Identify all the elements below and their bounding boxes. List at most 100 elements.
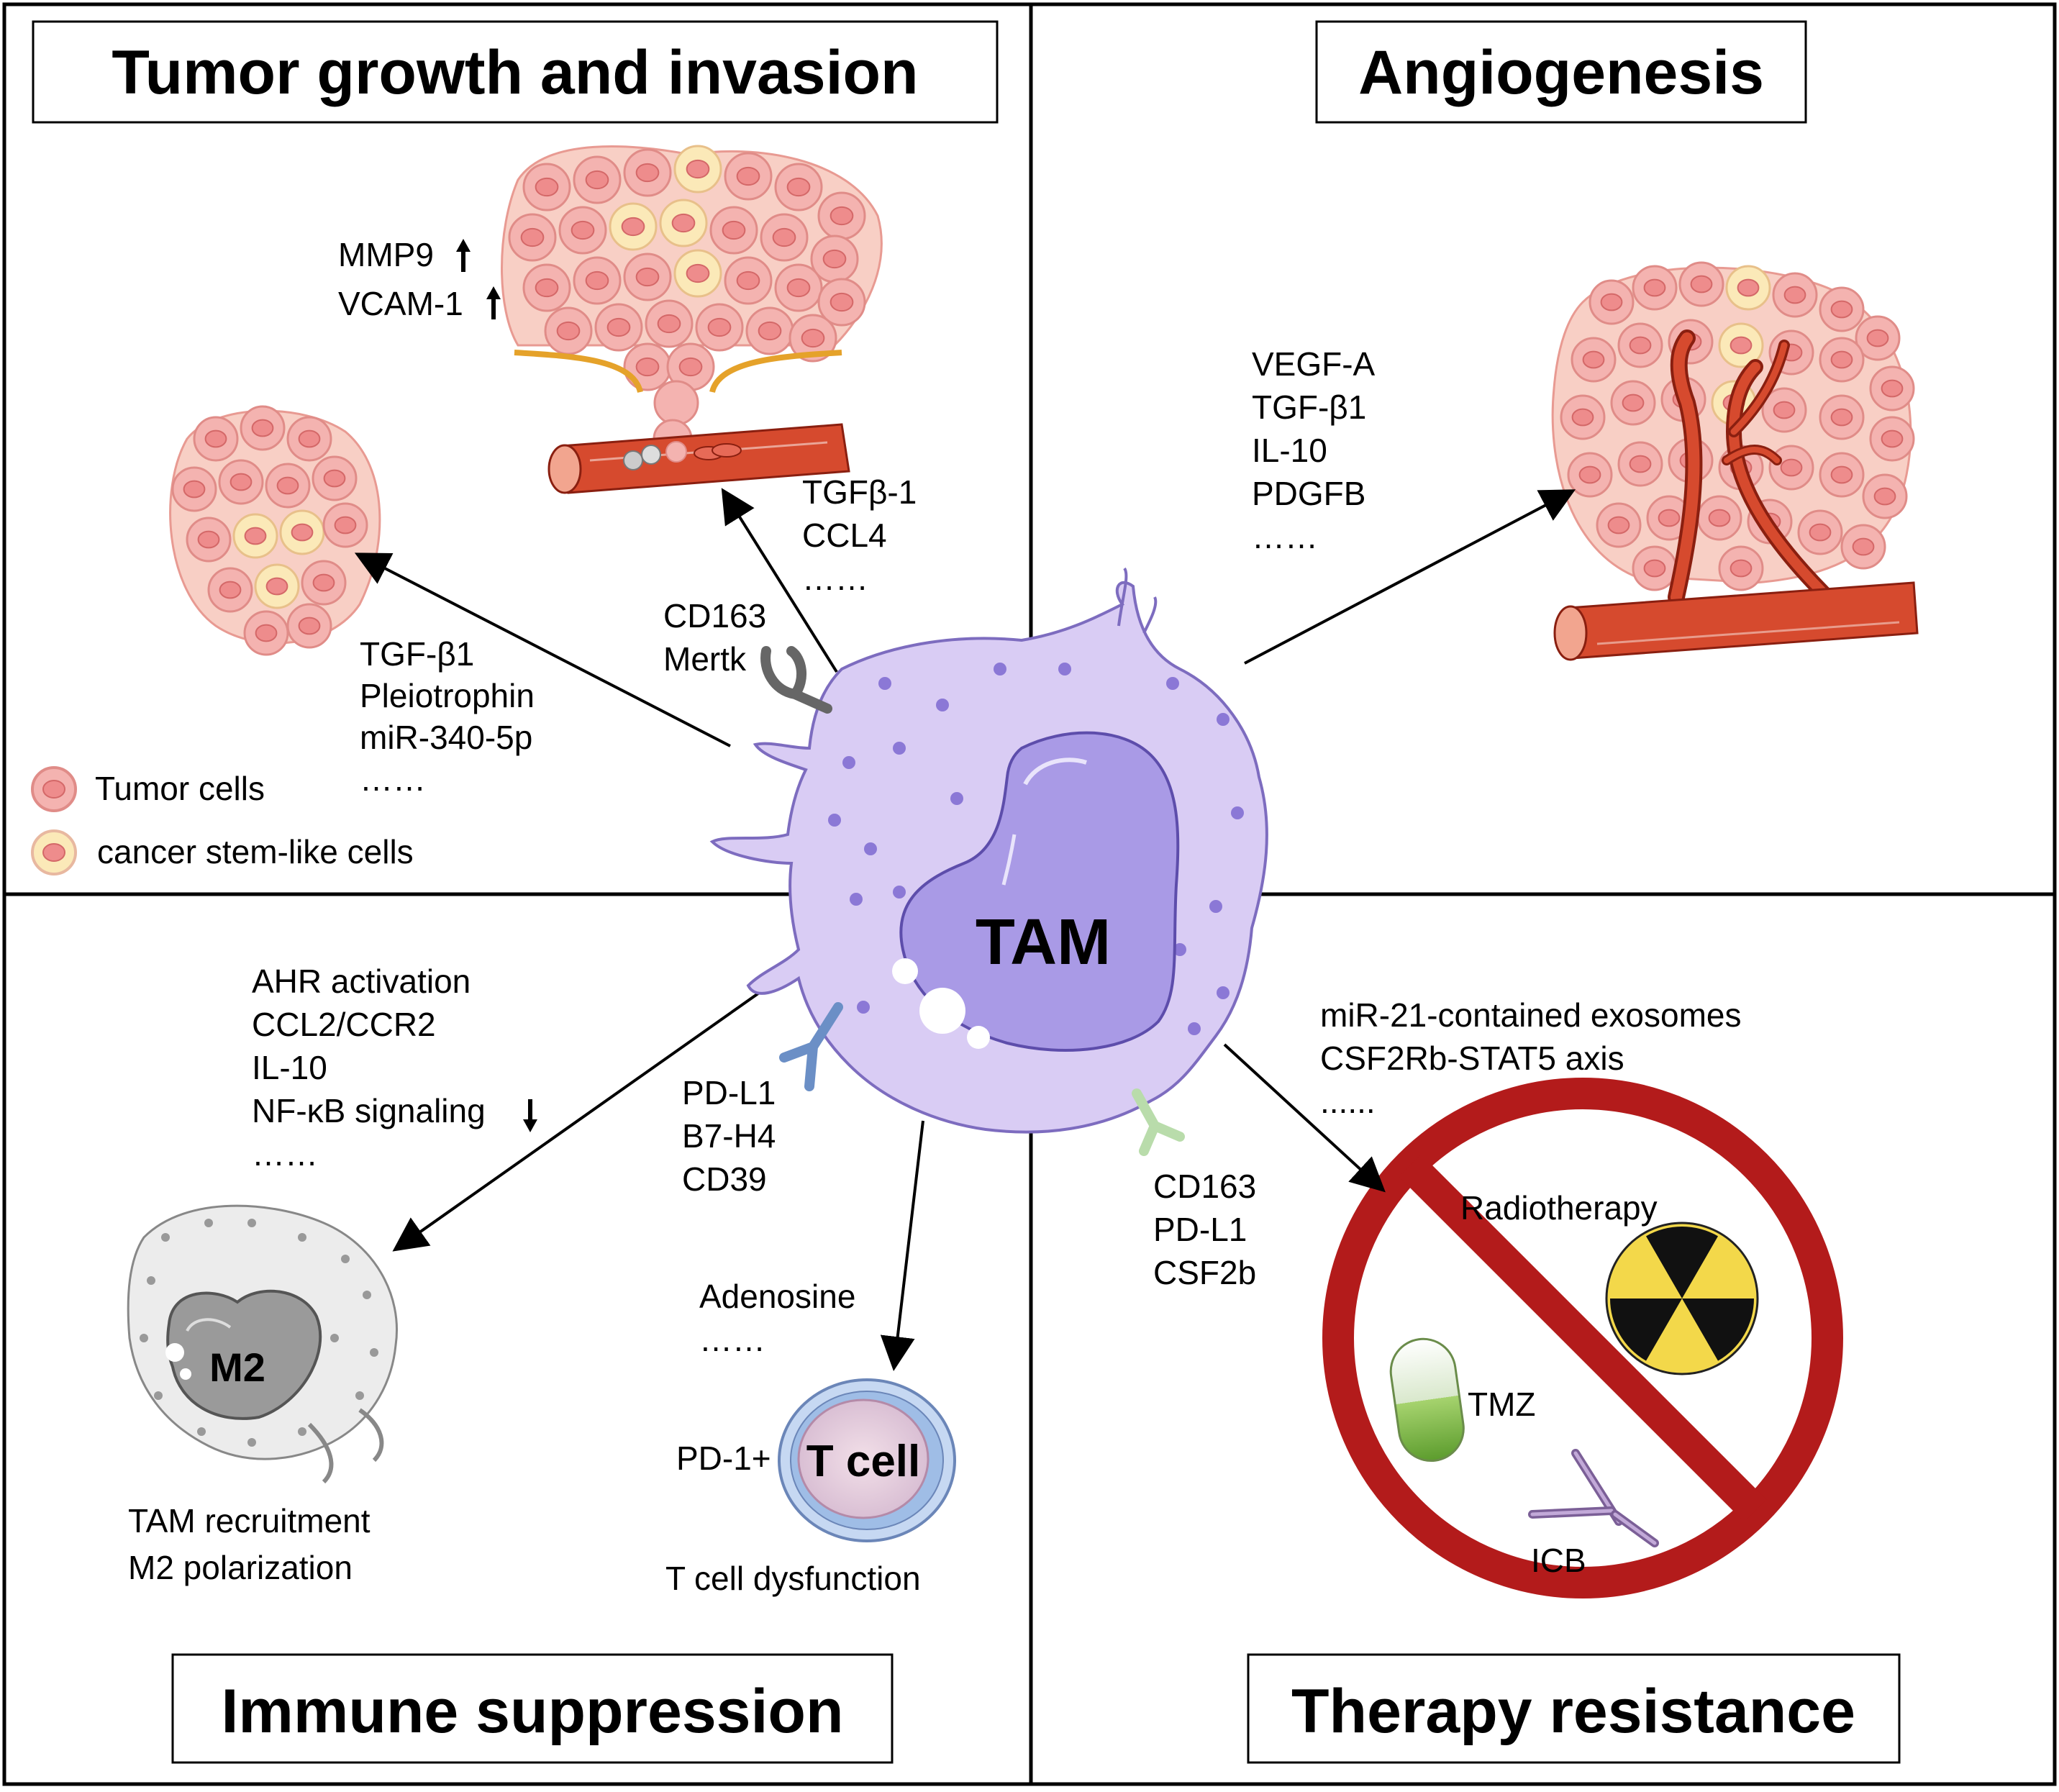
factor-ellipsis: …… <box>1252 518 1318 555</box>
arrow-to-tcell <box>880 1120 924 1371</box>
granule-dot <box>994 663 1006 676</box>
checkpoint-pdl1: PD-L1 <box>682 1074 776 1111</box>
cell-nucleus <box>1730 559 1753 578</box>
blood-vessel-top <box>547 423 850 494</box>
title-angiogenesis: Angiogenesis <box>1358 38 1764 107</box>
granule-dot <box>197 1427 206 1436</box>
cell-nucleus <box>736 166 760 186</box>
angiogenesis-factor-list: VEGF-A TGF-β1 IL-10 PDGFB …… <box>1252 345 1376 555</box>
granule-dot <box>298 1427 306 1436</box>
cell-nucleus <box>298 429 321 448</box>
cell-nucleus <box>1578 465 1601 484</box>
angiogenesis-tumor <box>1551 261 1919 661</box>
granule-dot <box>950 792 963 805</box>
caption-m2-polarization: M2 polarization <box>128 1549 353 1586</box>
cell-nucleus <box>707 317 732 337</box>
granule-dot <box>828 814 841 827</box>
cytokines-up-list: TGFβ-1 CCL4 …… <box>802 473 917 597</box>
tam-label: TAM <box>976 906 1111 978</box>
granule-dot <box>154 1391 163 1400</box>
granule-dot <box>842 756 855 769</box>
arrows <box>354 488 1576 1371</box>
factor-ahr: AHR activation <box>252 963 471 1000</box>
caption-tam-recruitment: TAM recruitment <box>128 1502 371 1539</box>
factor-tgfb1: TGF-β1 <box>1252 388 1366 426</box>
title-box-immune-suppression: Immune suppression <box>171 1653 894 1764</box>
prohibit-slash <box>1399 1154 1767 1522</box>
t-cell: T cell <box>778 1378 956 1542</box>
m2-label: M2 <box>209 1345 265 1390</box>
granule-dot <box>370 1348 378 1357</box>
cell-nucleus <box>635 163 660 183</box>
granule-dot <box>355 1391 364 1400</box>
granule-dot <box>330 1334 339 1342</box>
cell-nucleus <box>183 480 206 499</box>
receptor-csf2b: CSF2b <box>1153 1254 1256 1291</box>
checkpoint-cd39: CD39 <box>682 1160 767 1198</box>
cell-nucleus <box>265 577 288 596</box>
granule-dot <box>1209 900 1222 913</box>
cell-nucleus <box>722 220 746 240</box>
cell-nucleus <box>1629 336 1652 355</box>
granule-dot <box>1217 713 1230 726</box>
cell-nucleus <box>1830 350 1853 369</box>
granule-dot <box>1231 806 1244 819</box>
title-tumor-growth: Tumor growth and invasion <box>112 38 918 107</box>
therapy-icb: ICB <box>1531 1542 1586 1579</box>
cell-nucleus <box>334 516 357 535</box>
cell-nucleus <box>801 328 825 348</box>
title-box-therapy-resistance: Therapy resistance <box>1247 1653 1901 1764</box>
cell-nucleus <box>829 206 854 226</box>
up-arrow-icon <box>486 286 501 319</box>
granule-dot <box>1058 663 1071 676</box>
tcell-label: T cell <box>806 1437 921 1486</box>
down-arrow-icon <box>523 1099 537 1132</box>
cell-nucleus <box>1622 394 1645 412</box>
cell-nucleus <box>1730 336 1753 355</box>
cell-nucleus <box>1783 286 1806 304</box>
arrow-to-invasion <box>721 488 838 673</box>
cell-nucleus <box>244 527 267 545</box>
cytokine-ellipsis: …… <box>360 760 426 798</box>
granule-dot <box>147 1276 155 1285</box>
granule-dot <box>247 1219 256 1227</box>
cell-nucleus <box>635 267 660 287</box>
radiation-icon <box>1605 1222 1759 1375</box>
granule-dot <box>1188 1022 1201 1035</box>
granule-dot <box>893 886 906 899</box>
mechanism-ellipsis: ...... <box>1320 1083 1376 1120</box>
granule-dot <box>850 893 863 906</box>
factor-il10-immune: IL-10 <box>252 1049 327 1086</box>
cell-nucleus <box>1881 429 1904 448</box>
cell-nucleus <box>1600 293 1623 311</box>
invasion-markers: MMP9 VCAM-1 <box>338 236 501 322</box>
factor-adenosine: Adenosine <box>699 1278 855 1315</box>
legend-stem-label: cancer stem-like cells <box>97 833 414 870</box>
cytokine-mir340: miR-340-5p <box>360 719 532 756</box>
cytokine-tgfb1: TGF-β1 <box>360 635 474 673</box>
cell-nucleus <box>1737 278 1760 297</box>
cell-nucleus <box>1582 350 1605 369</box>
granule-dot <box>1173 943 1186 956</box>
granule-dot <box>1217 986 1230 999</box>
cell-nucleus <box>1809 523 1832 542</box>
receptor-cd163-br: CD163 <box>1153 1168 1256 1205</box>
cell-nucleus <box>1607 516 1630 535</box>
tcell-caption: T cell dysfunction <box>665 1560 921 1597</box>
cell-nucleus <box>772 227 796 247</box>
granule-dot <box>363 1291 371 1299</box>
tcell-factor-list: Adenosine …… <box>699 1278 855 1358</box>
marker-mmp9: MMP9 <box>338 236 434 273</box>
pd1-label: PD-1+ <box>676 1439 771 1477</box>
antibody-icon <box>1528 1449 1659 1547</box>
granule-dot <box>893 742 906 755</box>
m2-caption: TAM recruitment M2 polarization <box>128 1502 371 1586</box>
cell-nucleus <box>1830 408 1853 427</box>
granule-dot <box>161 1233 170 1242</box>
mechanism-csf2rb: CSF2Rb-STAT5 axis <box>1320 1040 1624 1077</box>
cell-nucleus <box>535 278 559 298</box>
title-box-tumor-growth: Tumor growth and invasion <box>32 20 999 124</box>
cell-nucleus <box>1830 300 1853 319</box>
